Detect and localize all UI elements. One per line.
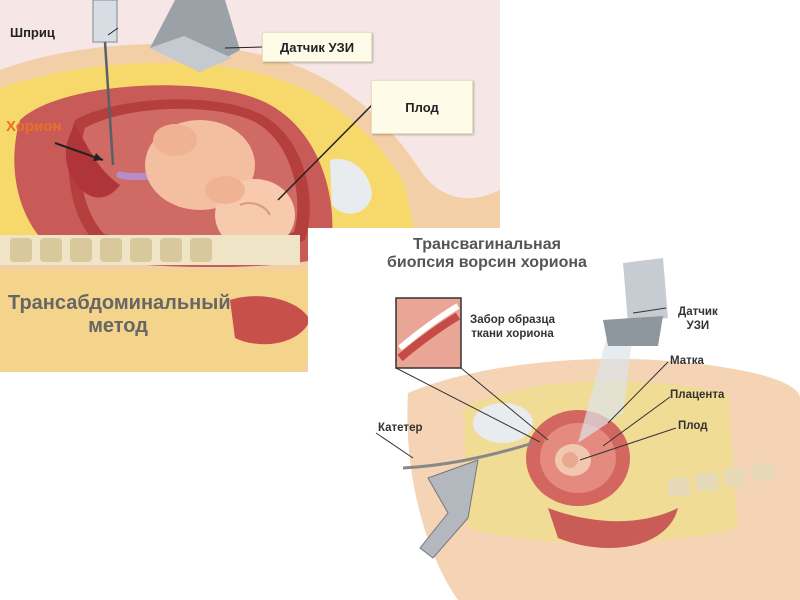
title-line2: биопсия ворсин хориона [387, 254, 587, 272]
spine [0, 235, 300, 265]
fetus-label: Плод [678, 420, 708, 432]
transvaginal-illustration [375, 258, 800, 600]
ultrasound-probe-label: Датчик УЗИ [262, 32, 372, 62]
probe-label-line1: Датчик [678, 306, 718, 318]
ultrasound-probe-label: Датчик УЗИ [678, 306, 718, 334]
sample-label-line2: ткани хориона [471, 327, 554, 340]
fetus-figure [145, 120, 295, 251]
ultrasound-probe-shape [603, 258, 668, 346]
transvaginal-diagram: Трансвагинальная биопсия ворсин хориона … [308, 228, 800, 600]
transvaginal-title: Трансвагинальная биопсия ворсин хориона [372, 236, 602, 273]
ultrasound-probe-shape [150, 0, 240, 72]
transabdominal-caption: Трансабдоминальный метод [8, 292, 231, 338]
caption-line1: Трансабдоминальный [8, 292, 231, 314]
caption-line2: метод [88, 315, 148, 337]
placenta-label: Плацента [670, 389, 725, 401]
catheter-label: Катетер [378, 422, 423, 434]
sample-label-line1: Забор образца [470, 314, 555, 326]
chorion-label: Хорион [6, 118, 62, 135]
probe-label-line2: УЗИ [686, 319, 710, 332]
syringe-label: Шприц [10, 25, 55, 40]
fetus-label: Плод [371, 80, 473, 134]
sample-label: Забор образца ткани хориона [470, 314, 555, 342]
syringe-shape [92, 0, 118, 166]
uterus-label: Матка [670, 355, 704, 367]
chorion [65, 125, 120, 198]
catheter-shape [402, 441, 534, 470]
title-line1: Трансвагинальная [413, 236, 561, 253]
